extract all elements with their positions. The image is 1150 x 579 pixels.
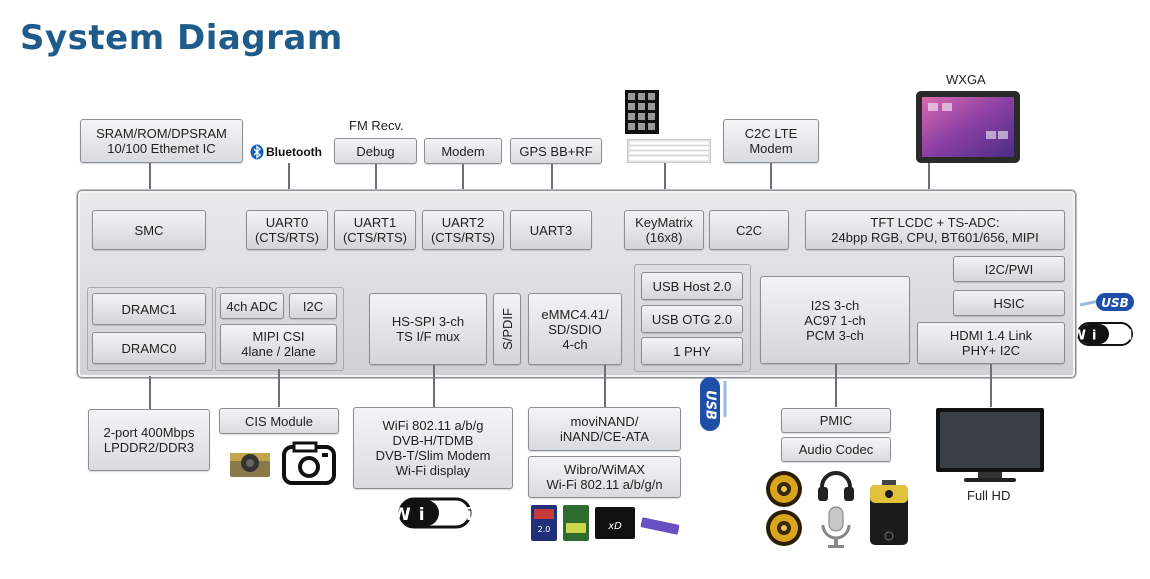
connector-line xyxy=(288,163,290,211)
wifi-dvb-box: WiFi 802.11 a/b/g DVB-H/TDMB DVB-T/Slim … xyxy=(353,407,513,489)
audio-codec-box: Audio Codec xyxy=(781,437,891,462)
usb-vertical-logo-icon: USB xyxy=(697,377,737,438)
connector-line xyxy=(835,364,837,407)
battery-icon xyxy=(868,480,910,551)
sram-ethernet-box: SRAM/ROM/DPSRAM 10/100 Ethemet IC xyxy=(80,119,243,163)
xd-card-text: xD xyxy=(607,521,622,532)
connector-line xyxy=(278,369,280,407)
usb-logo-text: USB xyxy=(703,390,718,420)
tft-lcdc-block: TFT LCDC + TS-ADC: 24bpp RGB, CPU, BT601… xyxy=(805,210,1065,250)
connector-line xyxy=(770,163,772,211)
spdif-block: S/PDIF xyxy=(493,293,521,365)
connector-line xyxy=(928,163,930,211)
headphones-icon xyxy=(816,469,856,508)
speaker-icon xyxy=(764,508,804,553)
usb-group xyxy=(634,264,751,372)
connector-line xyxy=(990,364,992,407)
usb-logo-icon: USB xyxy=(1078,291,1136,320)
keyboard-icon xyxy=(626,138,712,168)
debug-box: Debug xyxy=(334,138,417,164)
bluetooth-logo: Bluetooth xyxy=(250,144,322,160)
fm-recv-label: FM Recv. xyxy=(349,118,404,133)
dram-group xyxy=(87,287,213,371)
tv-icon xyxy=(936,408,1044,491)
i2c-block: I2C xyxy=(289,293,337,319)
memory-cards-icon: 2.0 xD xyxy=(531,503,681,548)
i2c-pwi-block: I2C/PWI xyxy=(953,256,1065,282)
camera-icon xyxy=(280,441,338,492)
movinand-box: moviNAND/ iNAND/CE-ATA xyxy=(528,407,681,451)
pmic-box: PMIC xyxy=(781,408,891,433)
usb-phy-block: 1 PHY xyxy=(641,337,743,365)
wxga-label: WXGA xyxy=(946,72,986,87)
uart2-block: UART2 (CTS/RTS) xyxy=(422,210,504,250)
usb-logo-text: USB xyxy=(1101,296,1129,310)
bluetooth-icon xyxy=(250,144,264,160)
wifi-logo-icon: Wi Fi xyxy=(392,497,474,534)
adc-block: 4ch ADC xyxy=(220,293,284,319)
connector-line xyxy=(433,365,435,407)
c2c-block: C2C xyxy=(709,210,789,250)
connector-line xyxy=(149,376,151,409)
modem-box: Modem xyxy=(424,138,502,164)
gps-box: GPS BB+RF xyxy=(510,138,602,164)
wifi-logo-icon: Wi Fi xyxy=(1072,321,1135,352)
connector-line xyxy=(149,163,151,211)
wifi-logo-text: Wi Fi xyxy=(1077,329,1135,344)
page-title: System Diagram xyxy=(20,18,343,58)
lpddr-box: 2-port 400Mbps LPDDR2/DDR3 xyxy=(88,409,210,471)
connector-line xyxy=(551,164,553,211)
sd-card-text: 2.0 xyxy=(538,525,551,534)
cis-module-box: CIS Module xyxy=(219,408,339,434)
bluetooth-label: Bluetooth xyxy=(266,145,322,159)
connector-line xyxy=(664,163,666,211)
microphone-icon xyxy=(818,505,854,554)
hsic-block: HSIC xyxy=(953,290,1065,316)
connector-line xyxy=(462,164,464,211)
usb-host-block: USB Host 2.0 xyxy=(641,272,743,300)
hdmi-block: HDMI 1.4 Link PHY+ I2C xyxy=(917,322,1065,364)
uart1-block: UART1 (CTS/RTS) xyxy=(334,210,416,250)
smc-block: SMC xyxy=(92,210,206,250)
full-hd-label: Full HD xyxy=(967,488,1011,503)
hs-spi-block: HS-SPI 3-ch TS I/F mux xyxy=(369,293,487,365)
wibro-wimax-box: Wibro/WiMAX Wi-Fi 802.11 a/b/g/n xyxy=(528,456,681,498)
dramc0-block: DRAMC0 xyxy=(92,332,206,364)
uart0-block: UART0 (CTS/RTS) xyxy=(246,210,328,250)
dramc1-block: DRAMC1 xyxy=(92,293,206,325)
c2c-lte-modem-box: C2C LTE Modem xyxy=(723,119,819,163)
mipi-csi-block: MIPI CSI 4lane / 2lane xyxy=(220,324,337,364)
spdif-label: S/PDIF xyxy=(499,308,515,350)
emmc-block: eMMC4.41/ SD/SDIO 4-ch xyxy=(528,293,622,365)
connector-line xyxy=(375,164,377,211)
wifi-logo-text: Wi Fi xyxy=(398,505,474,525)
i2s-block: I2S 3-ch AC97 1-ch PCM 3-ch xyxy=(760,276,910,364)
usb-otg-block: USB OTG 2.0 xyxy=(641,305,743,333)
speaker-icon xyxy=(764,469,804,514)
keymatrix-block: KeyMatrix (16x8) xyxy=(624,210,704,250)
keypad-icon xyxy=(625,90,659,139)
camera-module-icon xyxy=(226,441,274,486)
uart3-block: UART3 xyxy=(510,210,592,250)
tablet-icon xyxy=(916,91,1020,168)
connector-line xyxy=(604,365,606,407)
